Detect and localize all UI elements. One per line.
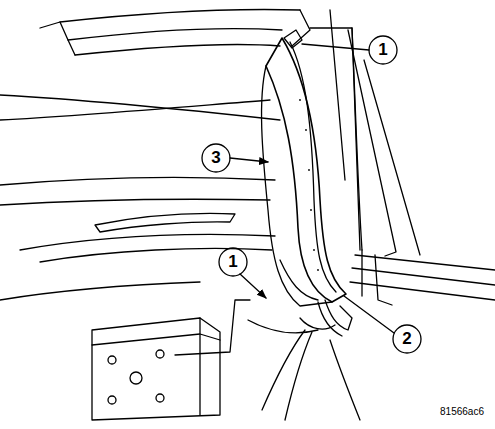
callout-number: 3 — [211, 148, 220, 168]
callout-number: 1 — [378, 40, 387, 60]
callout-number: 1 — [228, 252, 237, 272]
figure-code: 81566ac6 — [440, 406, 484, 418]
callout-number: 2 — [402, 329, 411, 349]
